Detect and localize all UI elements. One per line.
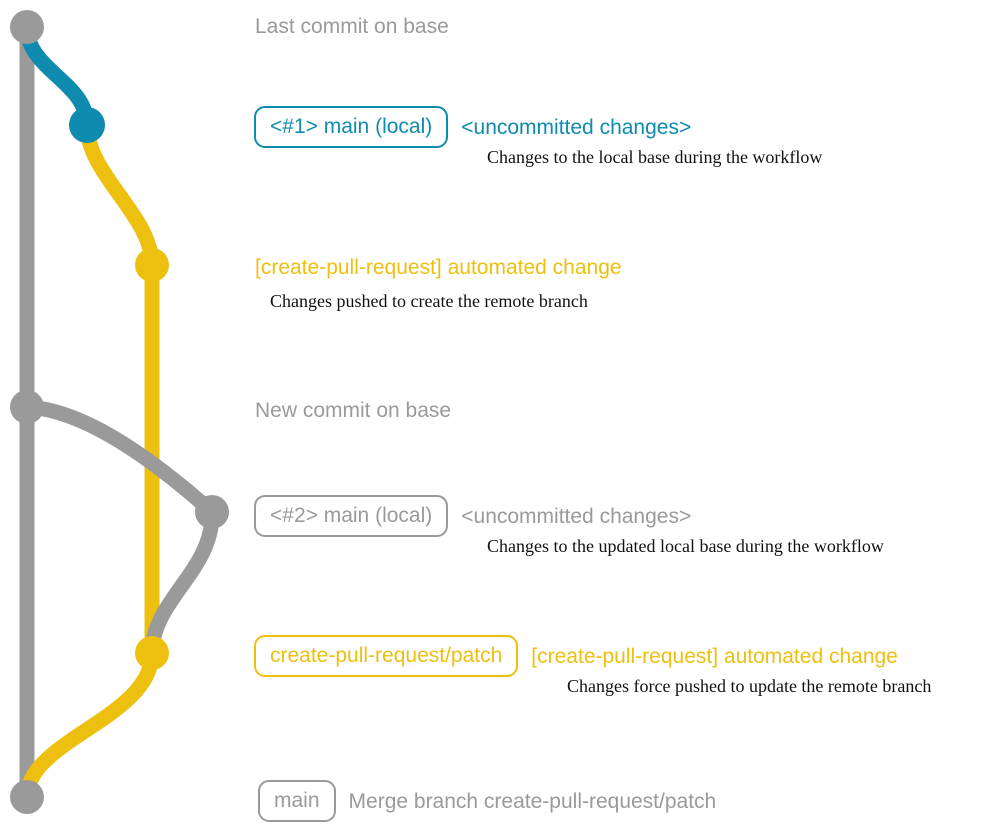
commit-node-local-1[interactable] xyxy=(69,107,105,143)
branch-badge-main[interactable]: main xyxy=(258,780,336,822)
commit-node-base-last[interactable] xyxy=(10,10,44,44)
commit-message-patch-1: [create-pull-request] automated change xyxy=(255,256,622,279)
commit-node-local-2[interactable] xyxy=(195,495,229,529)
commit-description-patch-2: Changes force pushed to update the remot… xyxy=(567,676,932,696)
row-local-2: <#2> main (local) <uncommitted changes> xyxy=(254,495,691,537)
row-local-1: <#1> main (local) <uncommitted changes> xyxy=(254,106,691,148)
commit-message-merge: Merge branch create-pull-request/patch xyxy=(348,789,717,813)
commit-description-local-1: Changes to the local base during the wor… xyxy=(487,147,823,167)
branch-badge-main-local-2[interactable]: <#2> main (local) xyxy=(254,495,449,537)
commit-node-patch-1[interactable] xyxy=(135,248,169,282)
row-merge: main Merge branch create-pull-request/pa… xyxy=(258,780,716,822)
row-patch-2: create-pull-request/patch [create-pull-r… xyxy=(254,635,898,677)
edge-patch-2-to-merge xyxy=(19,645,160,805)
branch-badge-create-pull-request-patch[interactable]: create-pull-request/patch xyxy=(254,635,519,677)
caption-last-commit-on-base: Last commit on base xyxy=(255,15,449,38)
commit-node-base-new[interactable] xyxy=(10,390,44,424)
commit-node-patch-2[interactable] xyxy=(135,636,169,670)
edge-local-2-to-patch-2 xyxy=(144,504,220,661)
branch-badge-main-local-1[interactable]: <#1> main (local) xyxy=(254,106,449,148)
commit-message-local-2: <uncommitted changes> xyxy=(461,504,692,528)
edge-base-to-local-2 xyxy=(19,399,220,520)
caption-new-commit-on-base: New commit on base xyxy=(255,399,452,422)
commit-message-local-1: <uncommitted changes> xyxy=(461,115,692,139)
commit-description-patch-1: Changes pushed to create the remote bran… xyxy=(270,291,588,311)
commit-node-merge[interactable] xyxy=(10,780,44,814)
commit-description-local-2: Changes to the updated local base during… xyxy=(487,536,884,556)
commit-message-patch-2: [create-pull-request] automated change xyxy=(531,644,898,668)
